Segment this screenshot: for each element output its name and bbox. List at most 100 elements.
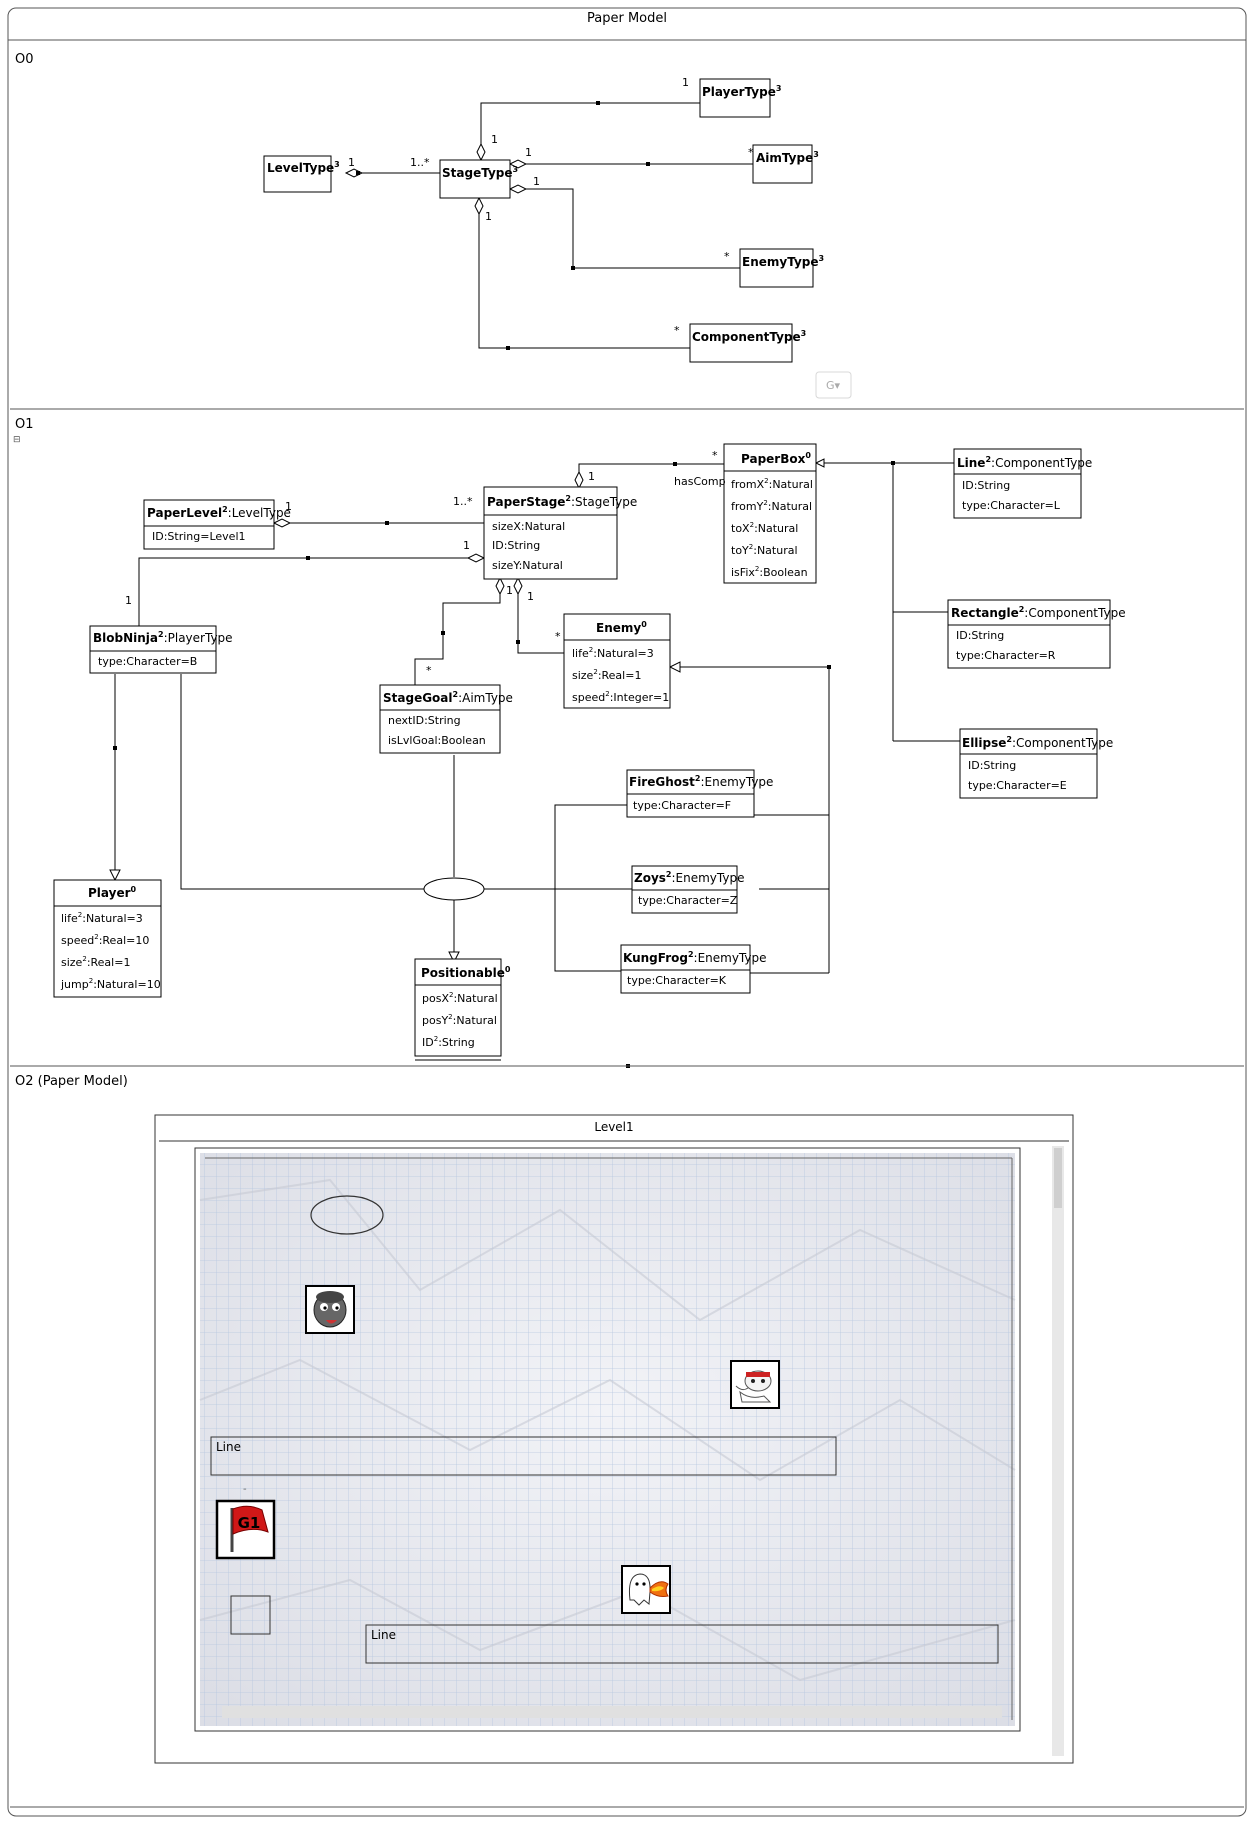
class-paper-box[interactable]: PaperBox0 fromX2:Natural fromY2:Natural … xyxy=(723,443,817,584)
svg-text:type:Character=E: type:Character=E xyxy=(968,779,1067,792)
svg-text:type:Character=R: type:Character=R xyxy=(956,649,1056,662)
mult-enemy-star: * xyxy=(555,630,561,643)
svg-text:PlayerType3: PlayerType3 xyxy=(702,84,781,99)
mult-paperbox-star: * xyxy=(712,449,718,462)
svg-text:Line: Line xyxy=(371,1628,396,1642)
mult-goal-star: * xyxy=(426,664,432,677)
svg-text:sizeY:Natural: sizeY:Natural xyxy=(492,559,563,572)
level-label-o2: O2 (Paper Model) xyxy=(15,1074,128,1089)
svg-text:StageGoal2:AimType: StageGoal2:AimType xyxy=(383,690,513,705)
svg-text:isFix2:Boolean: isFix2:Boolean xyxy=(731,565,808,579)
class-enemy[interactable]: Enemy0 life2:Natural=3 size2:Real=1 spee… xyxy=(563,613,671,709)
svg-text:size2:Real=1: size2:Real=1 xyxy=(61,955,130,969)
mult-player-1: 1 xyxy=(682,76,689,89)
svg-text:type:Character=L: type:Character=L xyxy=(962,499,1061,512)
vertical-scrollbar[interactable] xyxy=(1052,1146,1064,1756)
class-paper-stage[interactable]: PaperStage2:StageType sizeX:Natural ID:S… xyxy=(483,486,637,580)
class-blob-ninja[interactable]: BlobNinja2:PlayerType type:Character=B xyxy=(89,625,233,674)
svg-text:speed2:Real=10: speed2:Real=10 xyxy=(61,933,149,947)
mult-stage-aim-1: 1 xyxy=(525,146,532,159)
svg-text:type:Character=K: type:Character=K xyxy=(627,974,727,987)
class-rectangle[interactable]: Rectangle2:ComponentType ID:String type:… xyxy=(947,599,1126,669)
svg-text:Line: Line xyxy=(216,1440,241,1454)
line-component-2[interactable]: Line xyxy=(365,1624,999,1664)
class-positionable[interactable]: Positionable0 posX2:Natural posY2:Natura… xyxy=(414,958,511,1061)
minus-marker: - xyxy=(243,1484,247,1495)
class-stage-type[interactable]: StageType3 xyxy=(439,159,518,199)
mult-stage-player-1: 1 xyxy=(463,539,470,552)
svg-text:life2:Natural=3: life2:Natural=3 xyxy=(572,646,654,660)
mult-level-1: 1 xyxy=(348,156,355,169)
mult-stage-comp-1: 1 xyxy=(485,210,492,223)
svg-text:type:Character=Z: type:Character=Z xyxy=(638,894,738,907)
class-aim-type[interactable]: AimType3 xyxy=(752,144,819,184)
class-ellipse[interactable]: Ellipse2:ComponentType ID:String type:Ch… xyxy=(959,728,1113,799)
o1-multiplicities: hasComp * 1 1 1..* 1 1 1 1 * * xyxy=(125,449,726,677)
svg-text:sizeX:Natural: sizeX:Natural xyxy=(492,520,565,533)
svg-text:ID:String: ID:String xyxy=(962,479,1010,492)
window-title: Paper Model xyxy=(587,11,667,26)
class-player[interactable]: Player0 life2:Natural=3 speed2:Real=10 s… xyxy=(53,879,162,998)
svg-text:type:Character=F: type:Character=F xyxy=(633,799,731,812)
svg-text:ID2:String: ID2:String xyxy=(422,1035,475,1049)
vertical-scrollbar-thumb[interactable] xyxy=(1054,1148,1062,1208)
svg-text:Player0: Player0 xyxy=(88,885,137,900)
mult-stage-enemy-1: 1 xyxy=(533,175,540,188)
class-stage-goal[interactable]: StageGoal2:AimType nextID:String isLvlGo… xyxy=(379,684,513,754)
svg-text:AimType3: AimType3 xyxy=(756,150,819,165)
svg-text:Positionable0: Positionable0 xyxy=(421,965,511,980)
svg-text:Rectangle2:ComponentType: Rectangle2:ComponentType xyxy=(951,605,1126,620)
mult-stage-player-1: 1 xyxy=(491,133,498,146)
svg-text:life2:Natural=3: life2:Natural=3 xyxy=(61,911,143,925)
class-player-type[interactable]: PlayerType3 xyxy=(699,78,781,118)
level-label-o1: O1 xyxy=(15,417,34,432)
svg-text:FireGhost2:EnemyType: FireGhost2:EnemyType xyxy=(629,774,773,789)
svg-text:ID:String=Level1: ID:String=Level1 xyxy=(152,530,246,543)
mult-stage-1n: 1..* xyxy=(453,495,473,508)
svg-text:EnemyType3: EnemyType3 xyxy=(742,254,824,269)
o0-multiplicities: 1 1..* 1 1 1 * 1 * 1 * xyxy=(348,76,754,337)
blob-ninja-sprite[interactable] xyxy=(305,1285,355,1334)
svg-text:Enemy0: Enemy0 xyxy=(596,620,647,635)
class-zoys[interactable]: Zoys2:EnemyType type:Character=Z xyxy=(631,865,744,914)
svg-text:fromX2:Natural: fromX2:Natural xyxy=(731,477,813,491)
class-paper-level[interactable]: PaperLevel2:LevelType ID:String=Level1 xyxy=(143,499,291,550)
g-menu-button[interactable]: G▾ xyxy=(815,371,852,399)
mult-goal-1: 1 xyxy=(506,584,513,597)
svg-text:ID:String: ID:String xyxy=(492,539,540,552)
svg-text:type:Character=B: type:Character=B xyxy=(98,655,197,668)
svg-text:Line2:ComponentType: Line2:ComponentType xyxy=(957,455,1092,470)
svg-text:Ellipse2:ComponentType: Ellipse2:ComponentType xyxy=(962,735,1113,750)
mult-aim-star: * xyxy=(748,146,754,159)
svg-text:LevelType3: LevelType3 xyxy=(267,160,340,175)
collapse-icon[interactable]: ⊟ xyxy=(13,435,21,445)
svg-text:StageType3: StageType3 xyxy=(442,165,518,180)
class-component-type[interactable]: ComponentType3 xyxy=(689,323,806,363)
class-enemy-type[interactable]: EnemyType3 xyxy=(739,248,824,288)
label-has-comp: hasComp xyxy=(674,475,726,488)
goal-flag-sprite[interactable]: G1 xyxy=(215,1499,276,1560)
goal-flag-text: G1 xyxy=(238,1514,261,1532)
paper-canvas[interactable] xyxy=(194,1147,1021,1732)
svg-text:toX2:Natural: toX2:Natural xyxy=(731,521,798,535)
svg-text:toY2:Natural: toY2:Natural xyxy=(731,543,798,557)
class-level-type[interactable]: LevelType3 xyxy=(263,155,340,193)
ellipse-component[interactable] xyxy=(310,1195,384,1235)
class-line[interactable]: Line2:ComponentType ID:String type:Chara… xyxy=(953,448,1092,519)
svg-text:BlobNinja2:PlayerType: BlobNinja2:PlayerType xyxy=(93,630,233,645)
mult-enemy-star: * xyxy=(724,250,730,263)
fire-ghost-sprite[interactable] xyxy=(621,1565,671,1614)
line-component-1[interactable]: Line xyxy=(210,1436,837,1476)
svg-text:ComponentType3: ComponentType3 xyxy=(692,329,806,344)
mult-blob-1: 1 xyxy=(125,594,132,607)
svg-text:ID:String: ID:String xyxy=(968,759,1016,772)
svg-text:fromY2:Natural: fromY2:Natural xyxy=(731,499,812,513)
kung-frog-sprite[interactable] xyxy=(730,1360,780,1409)
class-fire-ghost[interactable]: FireGhost2:EnemyType type:Character=F xyxy=(626,769,773,818)
o0-connectors xyxy=(344,101,753,350)
rectangle-component[interactable] xyxy=(230,1595,271,1635)
class-kung-frog[interactable]: KungFrog2:EnemyType type:Character=K xyxy=(620,944,767,994)
svg-text:speed2:Integer=1: speed2:Integer=1 xyxy=(572,690,669,704)
horizontal-scrollbar[interactable] xyxy=(222,1706,1002,1718)
